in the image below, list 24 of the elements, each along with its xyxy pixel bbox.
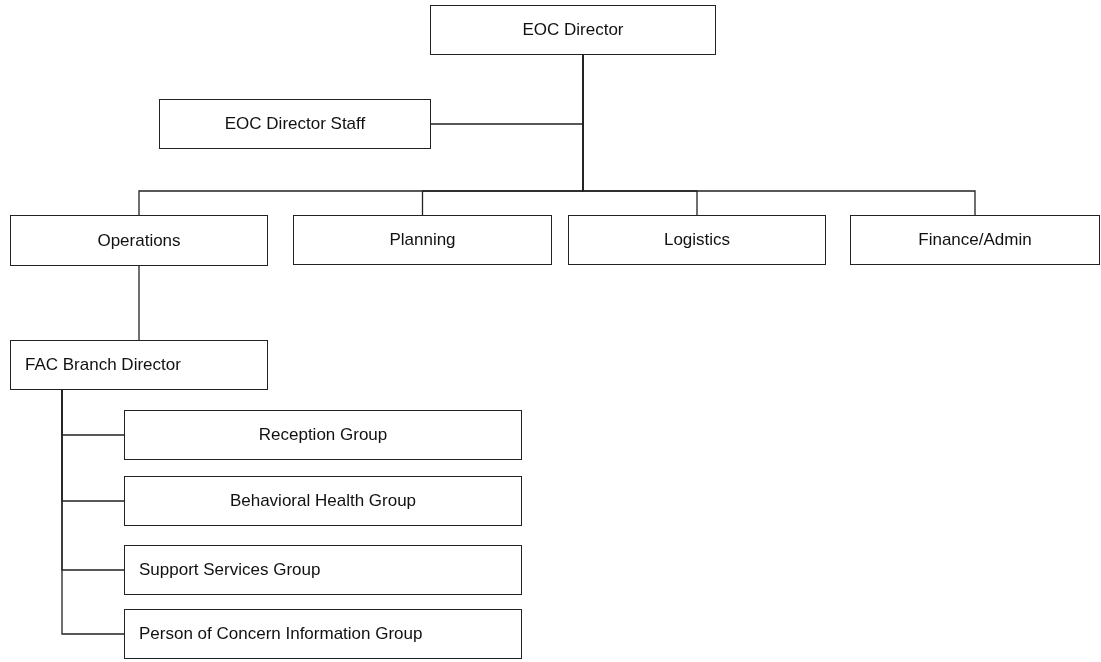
org-box (124, 476, 522, 526)
org-box (124, 545, 522, 595)
org-box (293, 215, 552, 265)
org-box (850, 215, 1100, 265)
box-label: Planning (389, 230, 456, 250)
box-label: EOC Director Staff (224, 114, 366, 134)
box-label: FAC Branch Director (25, 355, 181, 375)
box-label: Logistics (663, 230, 731, 250)
box-label: Behavioral Health Group (229, 491, 417, 511)
connector-line (138, 265, 140, 341)
box-label: Reception Group (258, 425, 388, 445)
connector-line (61, 389, 125, 635)
box-label: Support Services Group (139, 560, 321, 580)
org-box (124, 609, 522, 659)
box-label: EOC Director (522, 20, 624, 40)
org-box (159, 99, 431, 149)
org-box (568, 215, 826, 265)
org-box (10, 340, 268, 390)
org-box (10, 215, 268, 266)
org-box (124, 410, 522, 460)
org-box (430, 5, 716, 55)
box-label: Finance/Admin (918, 230, 1032, 250)
box-label: Operations (97, 230, 181, 251)
box-label: Person of Concern Information Group (139, 624, 423, 644)
